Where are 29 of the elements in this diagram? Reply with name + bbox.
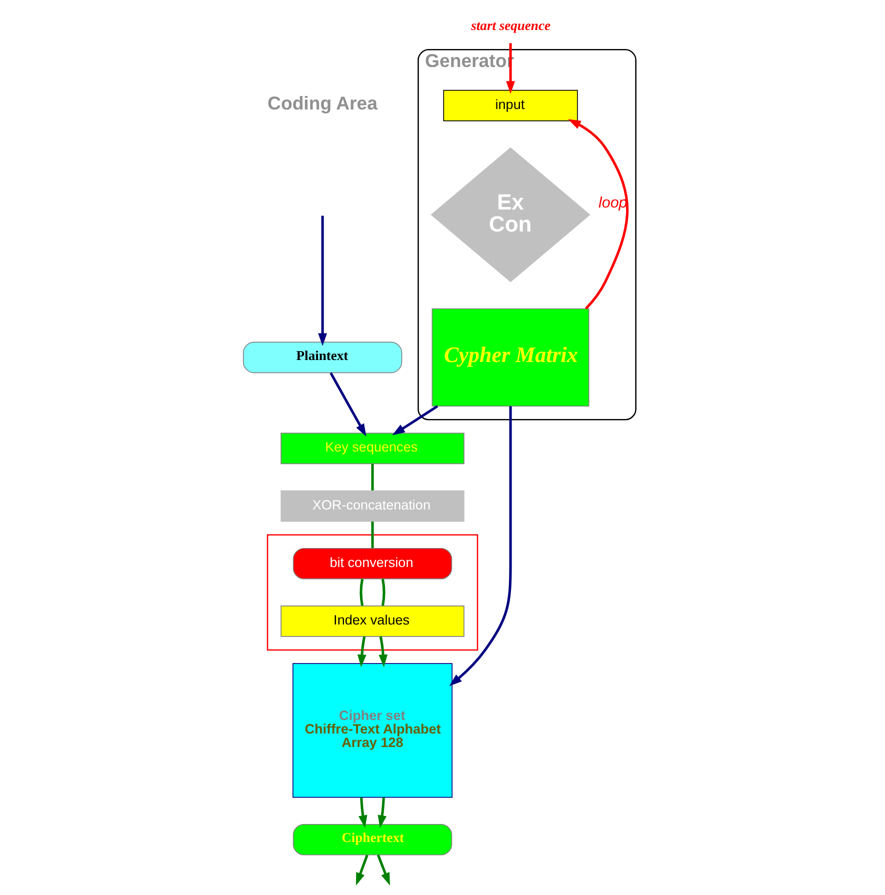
arrow [392, 405, 438, 436]
arrow [356, 636, 366, 668]
arrow [358, 797, 367, 828]
arrow [329, 372, 366, 436]
node-box: Index values [280, 606, 464, 637]
node-box: bit conversion [292, 548, 452, 580]
edge-label: loop [598, 194, 627, 212]
connector [370, 522, 374, 548]
arrow [318, 216, 326, 346]
node-box: Plaintext [242, 342, 402, 374]
arrow [378, 636, 388, 668]
arrow [377, 797, 386, 828]
node-box: Ciphertext [292, 824, 452, 856]
node-diamond: Ex Con [430, 147, 590, 282]
cluster [266, 534, 478, 651]
node-box: Cipher set Chiffre-Text Alphabet Array 128 [292, 663, 452, 798]
label: Coding Area [267, 92, 377, 114]
arrow [376, 854, 390, 886]
arrow [355, 854, 368, 886]
node-box: XOR-concatenation [280, 490, 464, 522]
node-box: Key sequences [280, 432, 464, 464]
node-text: start sequence [470, 18, 550, 34]
arrow [568, 119, 628, 310]
connector [359, 578, 364, 606]
connector [380, 578, 385, 606]
node-box: input [442, 90, 578, 122]
arrow [448, 406, 512, 686]
connector [370, 464, 374, 490]
node-box: Cypher Matrix [431, 308, 589, 407]
